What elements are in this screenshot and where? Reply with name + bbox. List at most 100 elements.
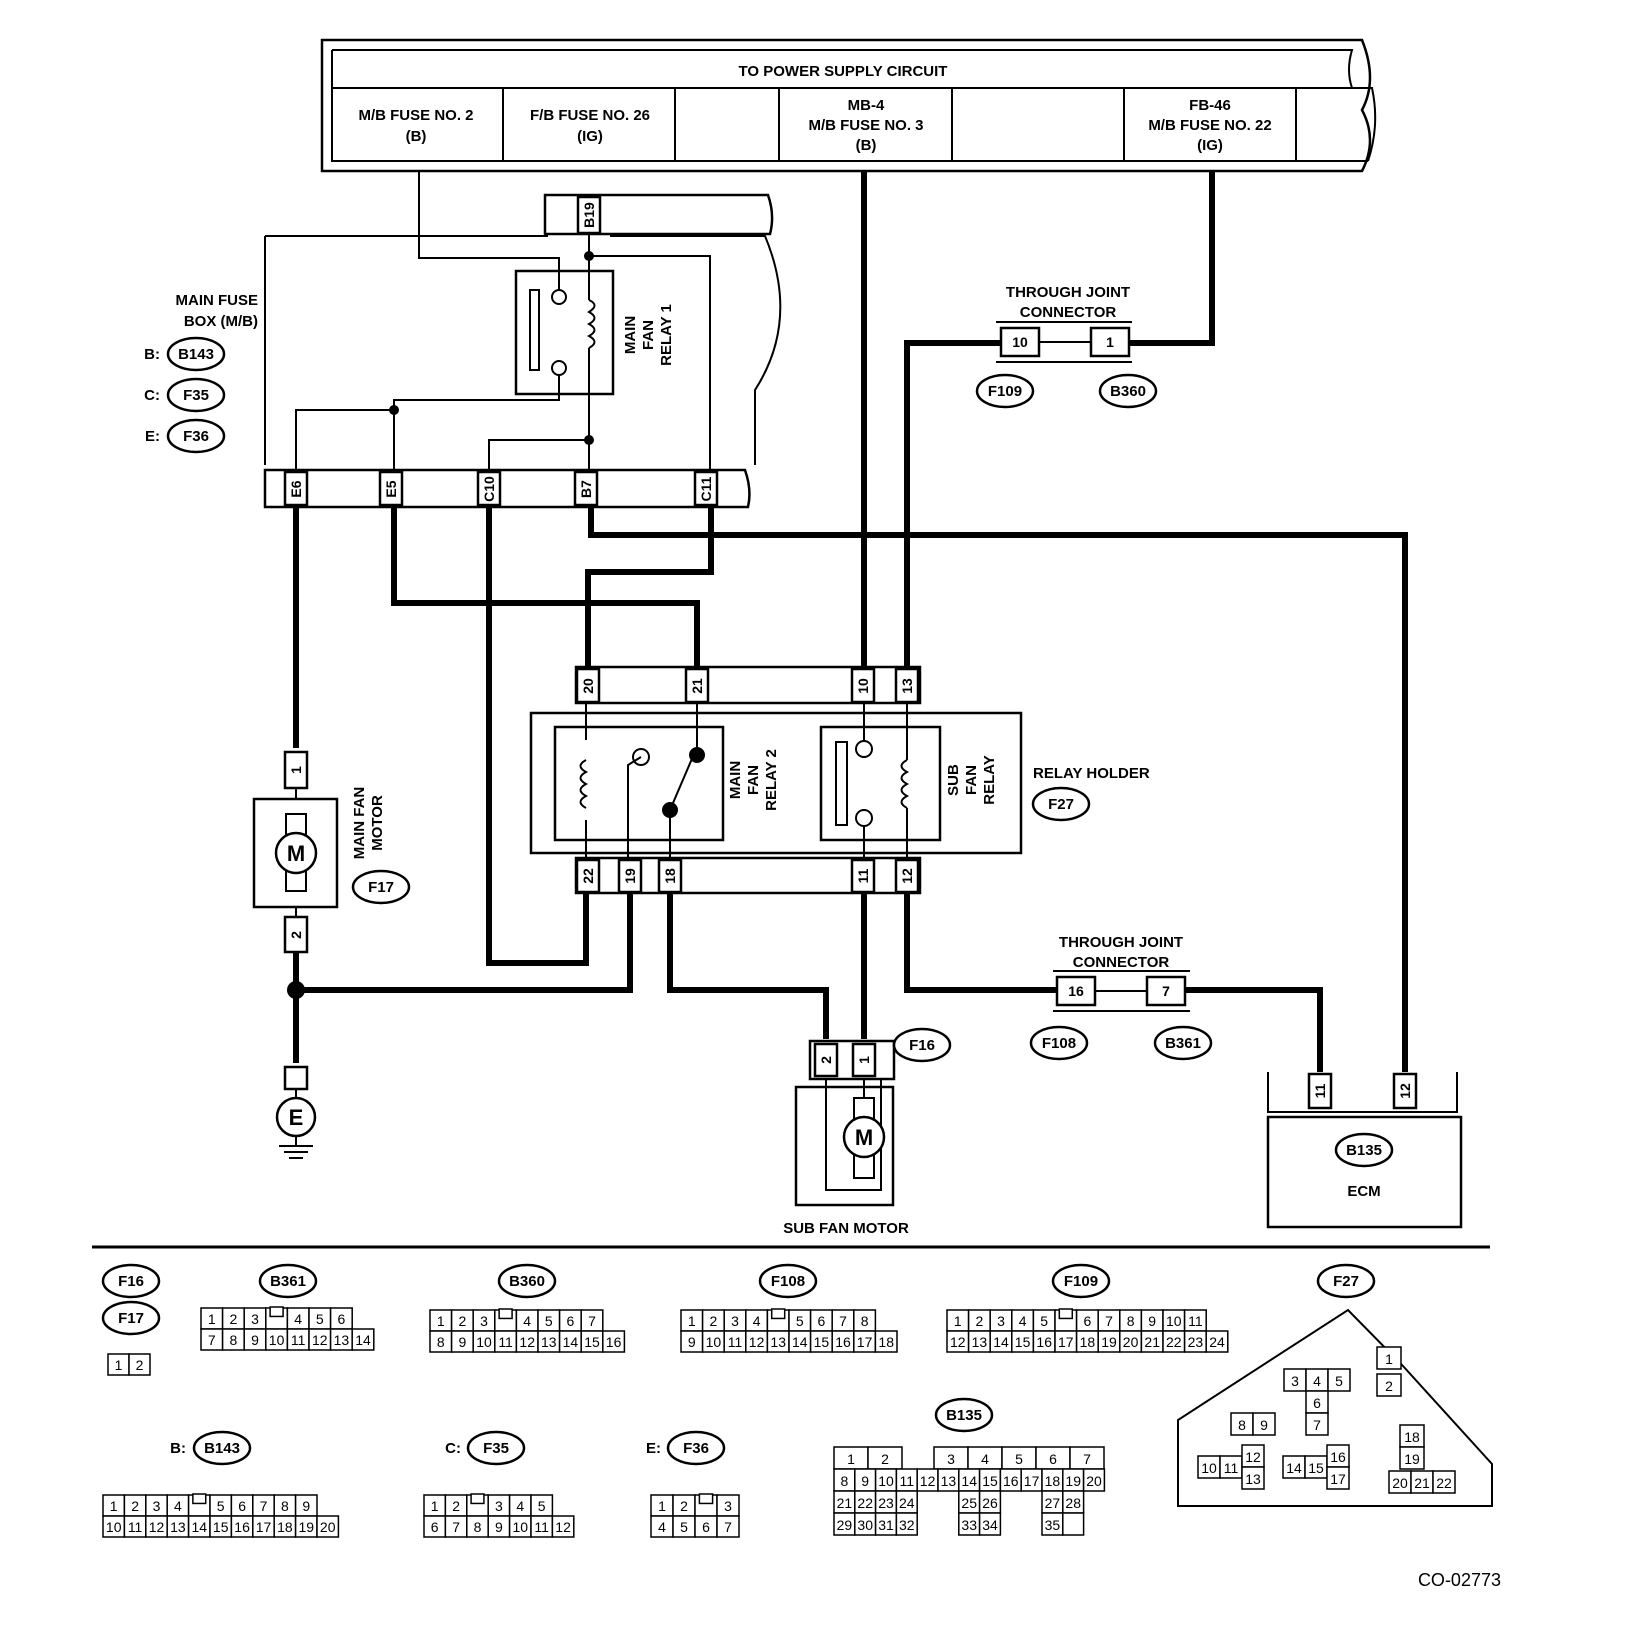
connector-cell-number: 1 (847, 1451, 855, 1467)
main-motor-pin-2: 2 (288, 931, 304, 939)
connector-cell-number: 10 (269, 1332, 285, 1348)
fuse-4-line2: M/B FUSE NO. 22 (1148, 117, 1271, 134)
connector-cell-number: 3 (495, 1498, 503, 1514)
connector-cell-number: 33 (961, 1517, 977, 1533)
connector-cell-number: 9 (459, 1334, 467, 1350)
main-fuse-box-label2: BOX (M/B) (184, 313, 258, 330)
connector-cell-number: 17 (1024, 1473, 1040, 1489)
ground-symbol: E (289, 1105, 304, 1130)
sub-motor-pin-2: 2 (818, 1056, 834, 1064)
pin-b19: B19 (581, 202, 597, 228)
connector-cell-number: 7 (1313, 1417, 1321, 1433)
connector-cell-number: 5 (1015, 1451, 1023, 1467)
connector-cell (316, 1515, 340, 1538)
connector-cell-number: 12 (519, 1334, 535, 1350)
connector-cell-number: 18 (1045, 1473, 1061, 1489)
joint-top-code-b360: B360 (1110, 383, 1146, 400)
connector-cell-number: 10 (513, 1519, 529, 1535)
legend-b360-code: B360 (509, 1273, 545, 1290)
sub-motor-code: F16 (909, 1037, 935, 1054)
legend-b143-code: B143 (204, 1440, 240, 1457)
fuse-4-line1: FB-46 (1189, 97, 1231, 114)
fuse-3-line2: M/B FUSE NO. 3 (808, 117, 923, 134)
figure-id: CO-02773 (1418, 1570, 1501, 1590)
sub-relay-label-fan: FAN (963, 765, 980, 795)
connector-cell-number: 17 (1058, 1334, 1074, 1350)
holder-pin-22: 22 (580, 868, 596, 884)
relay2-label-relay: RELAY 2 (763, 749, 780, 811)
connector-cell-number: 20 (1123, 1334, 1139, 1350)
holder-pin-18: 18 (662, 868, 678, 884)
connector-cell-number: 12 (950, 1334, 966, 1350)
ecm-pin-12: 12 (1397, 1083, 1413, 1099)
connector-cell (895, 1512, 918, 1536)
connector-cell-number: 17 (1330, 1471, 1346, 1487)
legend-e-prefix: E: (646, 1440, 661, 1457)
connector-cell-number: 21 (837, 1495, 853, 1511)
connector-cell-number: 5 (680, 1519, 688, 1535)
power-supply-header: TO POWER SUPPLY CIRCUIT M/B FUSE NO. 2 (… (320, 38, 1377, 173)
connector-cell-number: 11 (728, 1334, 743, 1350)
relay-holder: 20 21 10 13 MAIN FAN RELAY 2 SUB FAN REL… (529, 665, 1150, 895)
connector-cell-number: 20 (1086, 1473, 1102, 1489)
connector-cell (978, 1512, 1002, 1536)
connector-cell-number: 3 (731, 1313, 739, 1329)
connector-cell-number: 13 (770, 1334, 786, 1350)
fuse-2-line2: (IG) (577, 128, 603, 145)
connector-cell-number: 16 (835, 1334, 851, 1350)
connector-cell-number: 9 (302, 1498, 310, 1514)
connector-cell-number: 9 (495, 1519, 503, 1535)
legend-f16-code: F16 (118, 1273, 144, 1290)
connector-cell-number: 9 (688, 1334, 696, 1350)
holder-pin-21: 21 (689, 678, 705, 694)
connector-f35-code: F35 (183, 387, 209, 404)
connector-cell-number: 23 (878, 1495, 894, 1511)
connector-cell-number: 31 (878, 1517, 894, 1533)
main-fuse-box: B19 E6 E5 C10 B7 C11 MAIN FAN RELAY 1 MA… (144, 171, 782, 509)
connector-cell-number: 24 (899, 1495, 915, 1511)
connector-cell-number: 3 (1291, 1373, 1299, 1389)
connector-cell-number: 8 (474, 1519, 482, 1535)
connector-cell-number: 2 (136, 1357, 144, 1373)
joint-connector-bottom: THROUGH JOINT CONNECTOR 16 7 F108 B361 (1029, 934, 1213, 1061)
connector-cell-number: 3 (153, 1498, 161, 1514)
connector-cell-number: 11 (1224, 1460, 1239, 1476)
connector-cell-number: 7 (588, 1313, 596, 1329)
joint-bottom-code-b361: B361 (1165, 1035, 1201, 1052)
connector-key (770, 1308, 786, 1320)
connector-cell-number: 11 (1188, 1313, 1203, 1329)
connector-cell-number: 14 (1286, 1460, 1302, 1476)
relay1-label-relay: RELAY 1 (658, 304, 675, 366)
f27-outline (1177, 1308, 1493, 1507)
sub-relay-label-relay: RELAY (981, 755, 998, 804)
joint-top-pin-10: 10 (1012, 334, 1028, 350)
fuse-2-line1: F/B FUSE NO. 26 (530, 107, 650, 124)
legend-c-prefix: C: (445, 1440, 461, 1457)
connector-cell (128, 1353, 151, 1376)
connector-cell-number: 11 (534, 1519, 549, 1535)
connector-cell-number: 9 (1148, 1313, 1156, 1329)
connector-cell-number: 1 (1385, 1351, 1393, 1367)
connector-cell-number: 7 (724, 1519, 732, 1535)
connector-cell (551, 1515, 575, 1538)
connector-cell-number: 19 (1065, 1473, 1081, 1489)
connector-cell (716, 1515, 740, 1538)
connector-cell-number: 7 (260, 1498, 268, 1514)
sub-motor-label: SUB FAN MOTOR (783, 1220, 909, 1237)
holder-pin-13: 13 (899, 678, 915, 694)
connector-cell-number: 6 (1049, 1451, 1057, 1467)
connector-cell-number: 7 (452, 1519, 460, 1535)
connector-cell-number: 18 (878, 1334, 894, 1350)
connector-cell-number: 5 (316, 1311, 324, 1327)
pin-c11: C11 (698, 476, 714, 501)
connector-cell-number: 4 (174, 1498, 182, 1514)
connector-cell-number: 5 (545, 1313, 553, 1329)
fuse-3-line3: (B) (856, 137, 877, 154)
joint-bottom-pin-16: 16 (1068, 983, 1084, 999)
connector-cell-number: 7 (1083, 1451, 1091, 1467)
connector-cell-number: 18 (1080, 1334, 1096, 1350)
holder-pin-10: 10 (855, 678, 871, 694)
connector-cell-number: 10 (706, 1334, 722, 1350)
joint-top-pin-1: 1 (1106, 334, 1114, 350)
